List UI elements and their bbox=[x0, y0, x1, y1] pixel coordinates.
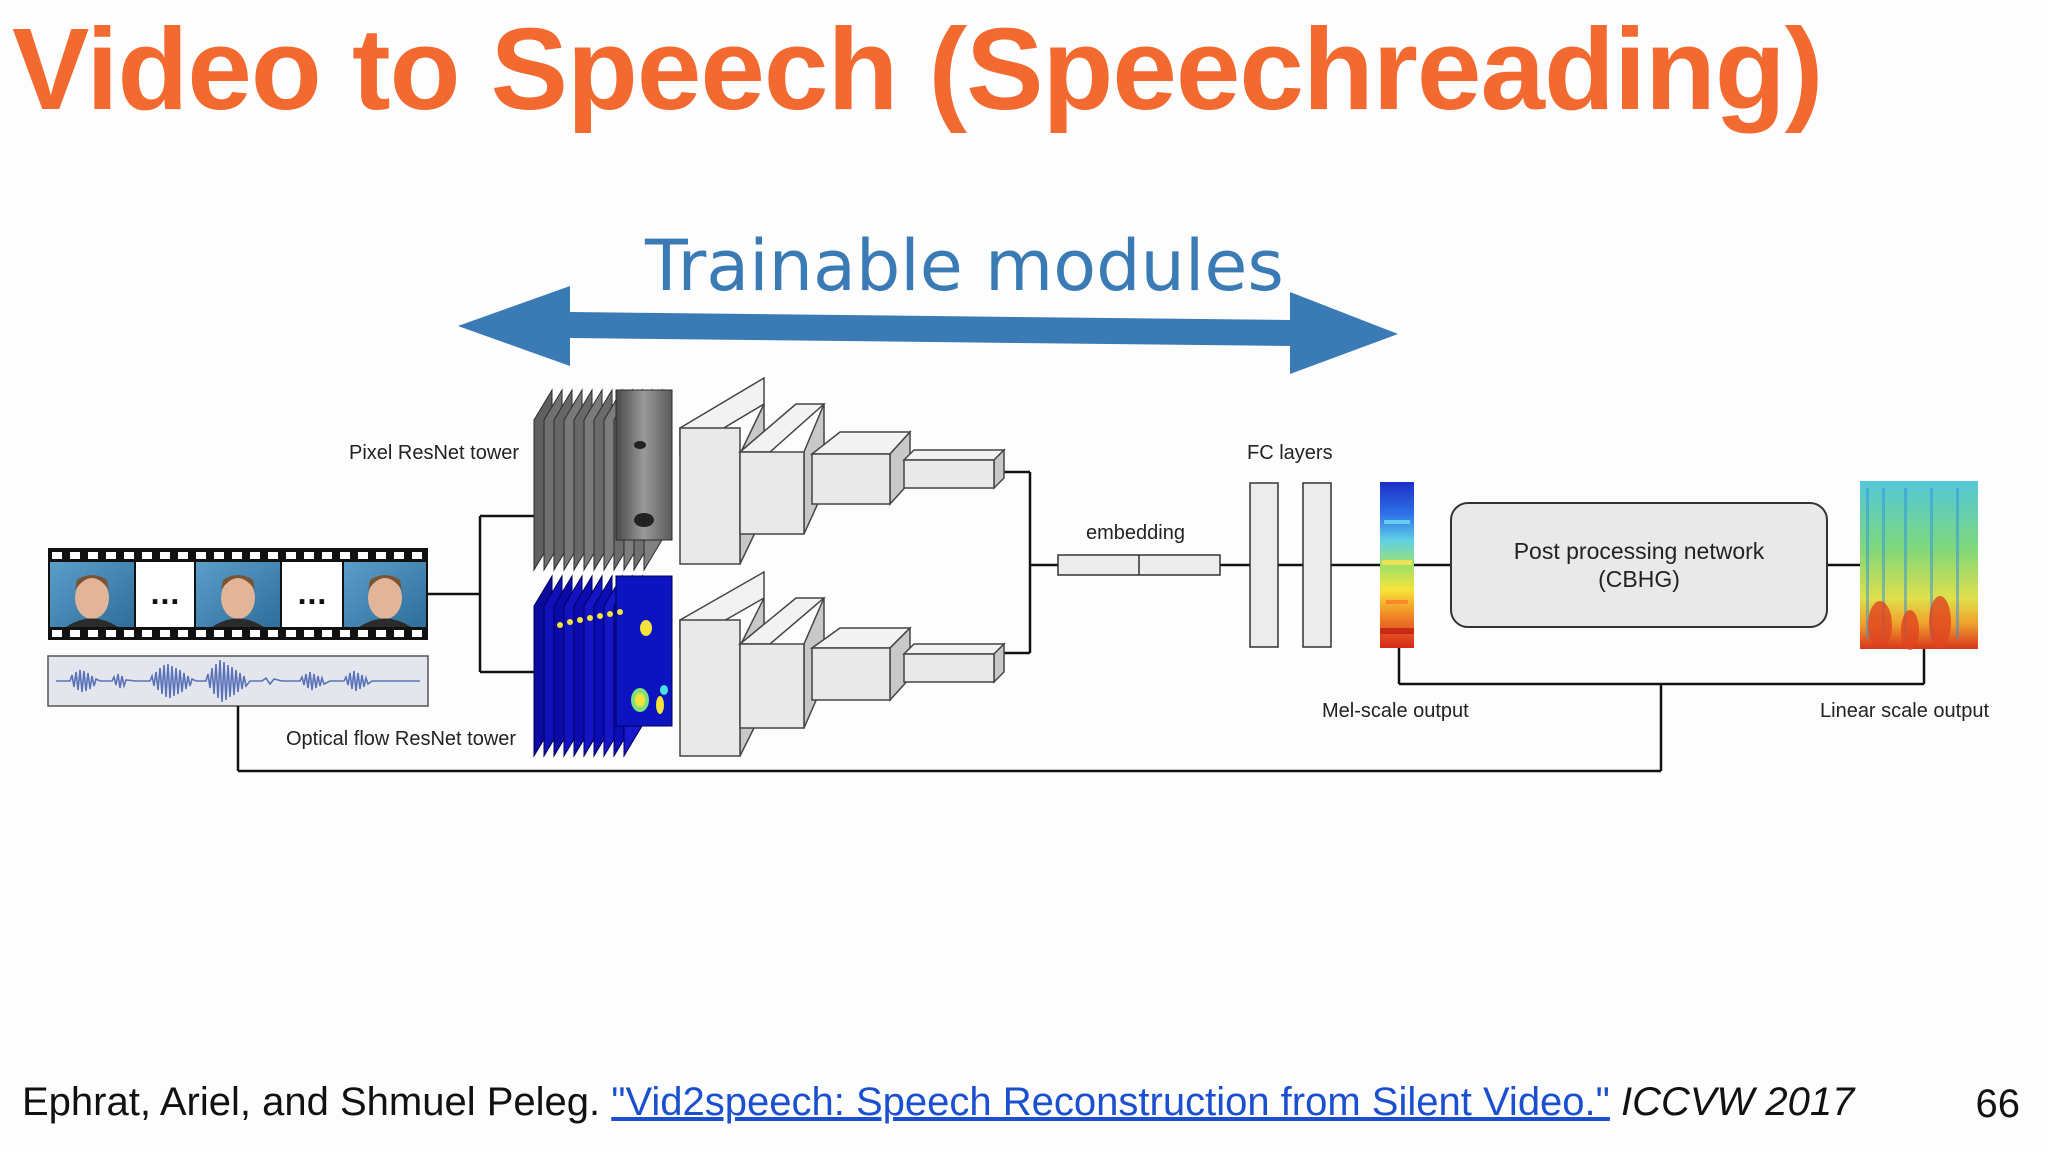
citation-authors: Ephrat, Ariel, and Shmuel Peleg. bbox=[22, 1080, 612, 1124]
embedding-vector bbox=[1057, 554, 1221, 576]
pixel-resnet-blocks bbox=[679, 376, 1006, 565]
input-video-frames: ... ... bbox=[48, 548, 428, 640]
linear-scale-output-label: Linear scale output bbox=[1820, 700, 1990, 722]
fc-layers bbox=[1249, 482, 1332, 648]
connector-lines bbox=[236, 470, 1926, 773]
linear-spectrogram bbox=[1860, 481, 1978, 650]
slide-title: Video to Speech (Speechreading) bbox=[12, 4, 1823, 134]
citation-venue: ICCVW 2017 bbox=[1609, 1080, 1855, 1124]
post-processing-network: Post processing network (CBHG) bbox=[1450, 502, 1828, 628]
audio-waveform bbox=[47, 655, 429, 707]
optical-flow-resnet-blocks bbox=[679, 570, 1006, 757]
mel-scale-output-label: Mel-scale output bbox=[1322, 700, 1469, 722]
mel-spectrogram bbox=[1380, 482, 1414, 648]
embedding-label: embedding bbox=[1086, 522, 1185, 544]
trainable-modules-label: Trainable modules bbox=[645, 225, 1284, 307]
optical-flow-frames-stack bbox=[533, 574, 673, 758]
trainable-modules-arrow bbox=[458, 286, 1398, 374]
paper-link[interactable]: "Vid2speech: Speech Reconstruction from … bbox=[611, 1080, 1610, 1124]
ellipsis-2: ... bbox=[297, 581, 327, 611]
face-frame bbox=[196, 562, 280, 627]
pixel-resnet-tower-label: Pixel ResNet tower bbox=[349, 442, 520, 464]
face-frame bbox=[344, 562, 426, 627]
post-processing-label: Post processing network bbox=[1513, 537, 1765, 564]
cbhg-label: (CBHG) bbox=[1598, 566, 1680, 592]
face-frame bbox=[50, 562, 134, 627]
fc-layers-label: FC layers bbox=[1247, 442, 1333, 464]
citation: Ephrat, Ariel, and Shmuel Peleg. "Vid2sp… bbox=[22, 1080, 1854, 1125]
pixel-frames-stack bbox=[533, 388, 673, 572]
ellipsis-1: ... bbox=[150, 581, 180, 611]
optical-flow-resnet-tower-label: Optical flow ResNet tower bbox=[286, 728, 517, 750]
page-number: 66 bbox=[1975, 1082, 2021, 1126]
